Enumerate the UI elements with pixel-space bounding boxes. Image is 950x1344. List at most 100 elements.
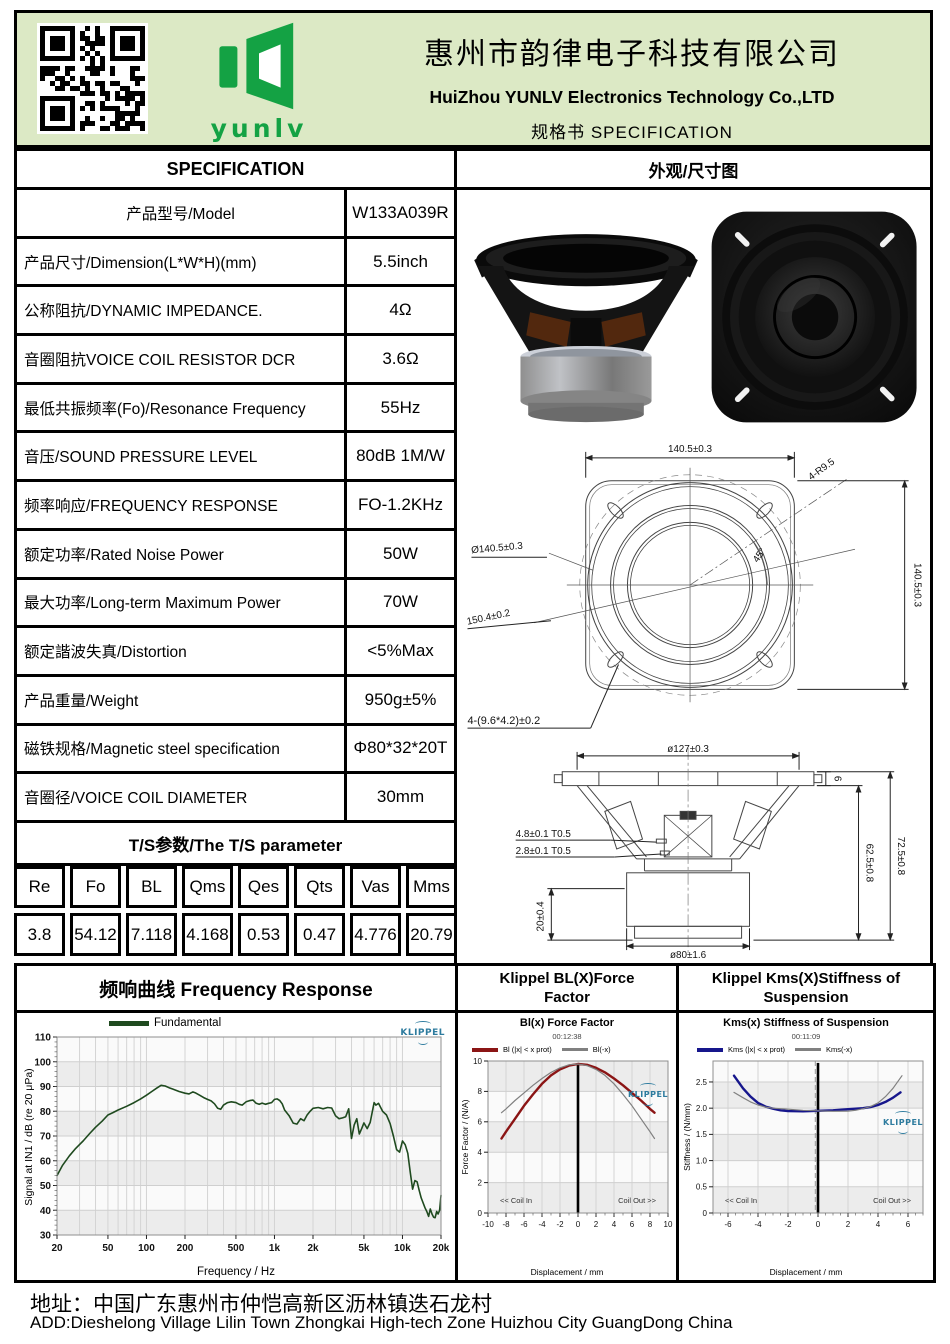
side-dim-h1: 62.5±0.8: [863, 844, 874, 883]
svg-text:0: 0: [478, 1209, 483, 1218]
spec-value: Φ80*32*20T: [353, 738, 448, 758]
ts-header-cell: BL: [126, 866, 177, 908]
drawing-section-title: 外观/尺寸图: [454, 148, 933, 190]
fr-legend-swatch: [109, 1020, 149, 1026]
kms-legend2-swatch: [795, 1048, 822, 1051]
svg-text:200: 200: [177, 1243, 194, 1254]
spec-value: W133A039R: [352, 202, 449, 222]
speaker-side-photo: [474, 234, 698, 423]
spec-label: 产品重量/Weight: [17, 676, 347, 723]
company-name-cn: 惠州市韵律电子科技有限公司: [424, 38, 840, 71]
svg-text:10: 10: [473, 1057, 482, 1066]
ts-header-cell: Re: [14, 866, 65, 908]
spec-value: 4Ω: [389, 300, 412, 320]
kms-legend1-swatch: [697, 1047, 723, 1052]
spec-value: 30mm: [376, 787, 425, 807]
svg-text:0: 0: [576, 1220, 581, 1229]
bl-chart-title: Bl(x) Force Factor: [519, 1017, 615, 1029]
spec-label: 产品型号/Model: [17, 190, 347, 236]
fr-legend-label: Fundamental: [154, 1017, 222, 1029]
fr-legend: Fundamental: [109, 1017, 221, 1029]
svg-text:20: 20: [51, 1243, 63, 1254]
svg-text:90: 90: [40, 1082, 52, 1093]
spec-label: 最低共振频率(Fo)/Resonance Frequency: [17, 384, 347, 431]
drawing-cell: 140.5±0.3 4-R9.5 140.5±0.3 Ø140.5±0.3 15…: [454, 187, 933, 966]
kms-chart-time: 00:11:09: [791, 1032, 821, 1041]
svg-text:30: 30: [40, 1231, 52, 1242]
side-dim-gasket: 6: [832, 776, 843, 782]
ts-value-cell: 7.118: [126, 913, 177, 956]
ts-value-cell: 4.168: [182, 913, 233, 956]
svg-text:6: 6: [478, 1118, 483, 1127]
svg-text:1.0: 1.0: [696, 1156, 708, 1165]
spec-label: 额定功率/Rated Noise Power: [17, 530, 347, 577]
svg-text:-4: -4: [538, 1220, 546, 1229]
header-text: 惠州市韵律电子科技有限公司 HuiZhou YUNLV Electronics …: [327, 13, 937, 143]
svg-text:4: 4: [612, 1220, 617, 1229]
doc-title: 规格书 SPECIFICATION: [531, 123, 733, 142]
svg-text:<< Coil In: << Coil In: [725, 1196, 757, 1205]
ts-header-cell: Qes: [238, 866, 289, 908]
spec-value: 55Hz: [380, 397, 421, 417]
svg-text:70: 70: [40, 1132, 52, 1143]
svg-text:2k: 2k: [307, 1243, 319, 1254]
front-dim-top: 140.5±0.3: [668, 444, 713, 455]
svg-text:-8: -8: [502, 1220, 510, 1229]
side-dim-bottom: ø80±1.6: [670, 950, 707, 960]
bl-legend1-label: Bl (|x| < x prot): [503, 1045, 552, 1054]
klippel-logo: KLIPPEL: [628, 1083, 668, 1106]
spec-value: FO-1.2KHz: [357, 494, 444, 514]
side-dim-h2: 72.5±0.8: [895, 837, 906, 876]
svg-text:100: 100: [138, 1243, 155, 1254]
svg-text:-10: -10: [482, 1220, 494, 1229]
logo-speaker-icon: [219, 22, 294, 110]
kms-panel: Klippel Kms(X)Stiffness of Suspension Km…: [676, 963, 936, 1283]
fr-y-axis-label: Signal at IN1 / dB (re 20 μPa): [23, 1068, 35, 1206]
spec-label: 产品尺寸/Dimension(L*W*H)(mm): [17, 238, 347, 285]
ts-table-title: T/S参数/The T/S parameter: [14, 820, 457, 866]
spec-value: 3.6Ω: [382, 348, 419, 368]
company-name-en: HuiZhou YUNLV Electronics Technology Co.…: [429, 87, 835, 107]
svg-text:8: 8: [478, 1087, 483, 1096]
svg-text:1k: 1k: [269, 1243, 281, 1254]
spec-label: 音压/SOUND PRESSURE LEVEL: [17, 433, 347, 480]
side-dim-magnet: 20±0.4: [535, 901, 546, 932]
bl-y-axis-label: Force Factor / (N/A): [460, 1099, 470, 1175]
ts-header-cell: Fo: [70, 866, 121, 908]
front-dim-diameter: Ø140.5±0.3: [471, 541, 524, 557]
spec-value: 5.5inch: [373, 251, 428, 271]
front-dim-holes: 4-(9.6*4.2)±0.2: [467, 715, 540, 727]
svg-text:2.0: 2.0: [696, 1104, 708, 1113]
bl-legend2-swatch: [561, 1048, 588, 1051]
fr-x-axis-label: Frequency / Hz: [197, 1266, 275, 1278]
bl-panel-title-line1: Klippel BL(X)Force: [499, 969, 635, 987]
svg-text:10: 10: [664, 1220, 673, 1229]
ts-value-cell: 0.47: [294, 913, 345, 956]
logo-wordmark: yunlv: [210, 114, 308, 143]
klippel-logo: KLIPPEL: [883, 1111, 923, 1134]
side-dimension-drawing: ø127±0.3 6 62.5±0.8 72.5±0.8 4.8±0.1 T0.…: [516, 744, 906, 960]
ts-value-cell: 0.53: [238, 913, 289, 956]
svg-text:110: 110: [35, 1033, 52, 1044]
kms-chart-title: Kms(x) Stiffness of Suspension: [723, 1017, 889, 1029]
kms-panel-title-line2: Suspension: [763, 989, 849, 1006]
front-dim-corner: 4-R9.5: [806, 456, 837, 483]
ts-header-cell: Mms: [406, 866, 457, 908]
svg-text:-2: -2: [556, 1220, 564, 1229]
svg-text:50: 50: [102, 1243, 114, 1254]
svg-text:<< Coil In: << Coil In: [500, 1196, 532, 1205]
kms-panel-title: Klippel Kms(X)Stiffness of Suspension: [679, 966, 933, 1013]
front-dimension-drawing: 140.5±0.3 4-R9.5 140.5±0.3 Ø140.5±0.3 15…: [466, 444, 923, 729]
svg-text:-4: -4: [754, 1220, 762, 1229]
qr-code-icon: [37, 23, 148, 134]
svg-text:1.5: 1.5: [696, 1130, 708, 1139]
spec-label: 音圈阻抗VOICE COIL RESISTOR DCR: [17, 336, 347, 382]
spec-row: 公称阻抗/DYNAMIC IMPEDANCE.4Ω: [17, 287, 454, 337]
svg-text:Coil Out >>: Coil Out >>: [873, 1196, 912, 1205]
